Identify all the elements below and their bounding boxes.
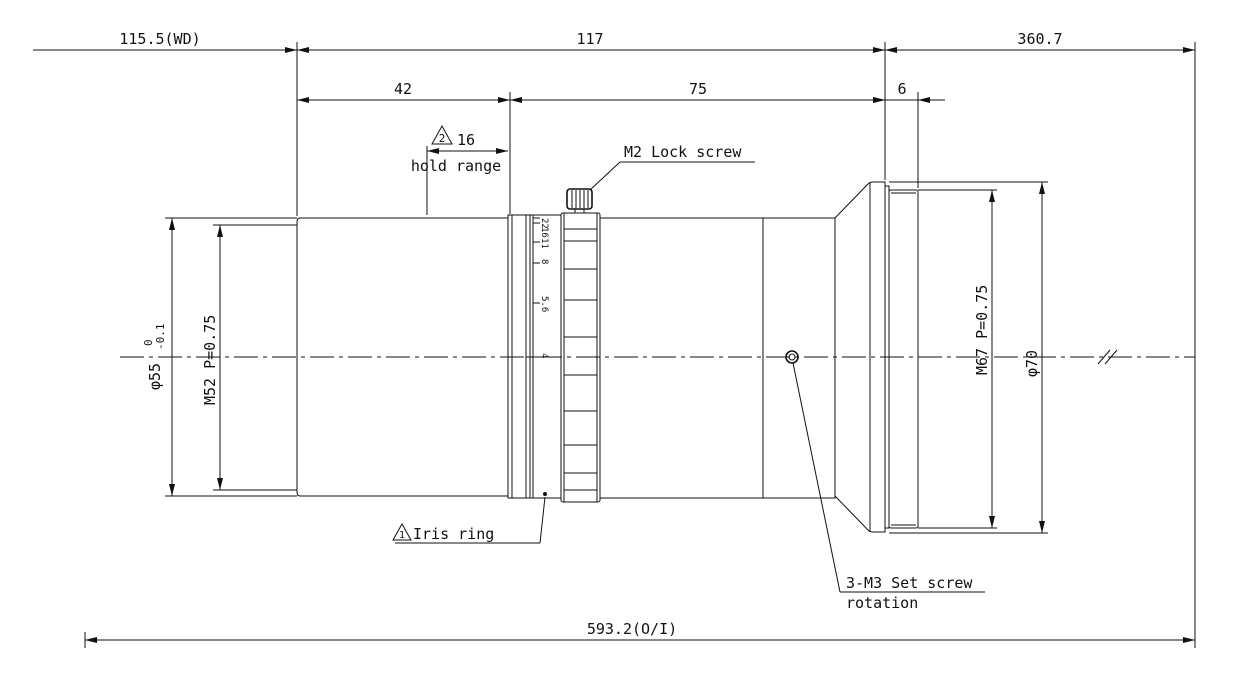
lock-screw-label: M2 Lock screw bbox=[624, 143, 742, 161]
revision-triangle-icon bbox=[392, 522, 412, 541]
hold-range-callout: 2 16 hold range bbox=[411, 124, 508, 175]
iris-scale-11: 11 bbox=[539, 238, 549, 249]
dim-total-oi: 593.2(O/I) bbox=[587, 620, 677, 638]
dim-rear-diameter: φ70 bbox=[1023, 350, 1041, 377]
mid-barrel bbox=[599, 217, 764, 499]
dim-right-distance: 360.7 bbox=[1017, 30, 1062, 48]
iris-scale-8: 8 bbox=[539, 259, 549, 264]
iris-scale-4: 4 bbox=[539, 353, 549, 358]
dim-mount-thread: 6 bbox=[897, 80, 906, 98]
dimension-total: 593.2(O/I) bbox=[85, 620, 1195, 643]
dim-rear-thread: M67 P=0.75 bbox=[973, 285, 991, 375]
dim-lens-length: 117 bbox=[576, 30, 603, 48]
dim-front-tol-lower: -0.1 bbox=[154, 324, 167, 351]
dim-iris-to-mount: 75 bbox=[689, 80, 707, 98]
svg-text:1: 1 bbox=[399, 530, 405, 541]
focus-ring-knurl bbox=[564, 228, 597, 491]
svg-text:2: 2 bbox=[439, 132, 446, 145]
lock-screw-icon bbox=[566, 188, 593, 214]
lock-screw-callout: M2 Lock screw bbox=[589, 143, 755, 191]
rear-diameter-dims: M67 P=0.75 φ70 bbox=[889, 181, 1048, 534]
iris-scale: 22 16 11 8 5.6 4 bbox=[526, 217, 549, 496]
lens-body bbox=[296, 181, 919, 533]
dimension-row-second: 42 75 6 bbox=[297, 80, 945, 103]
iris-ring-callout: 1 Iris ring bbox=[392, 496, 546, 544]
dim-front-tol-upper: 0 bbox=[142, 339, 155, 346]
rear-barrel bbox=[762, 217, 836, 499]
extension-lines bbox=[84, 42, 1196, 648]
iris-scale-5-6: 5.6 bbox=[539, 296, 549, 312]
iris-scale-22: 22 bbox=[539, 218, 549, 229]
set-screw-sublabel: rotation bbox=[846, 594, 918, 612]
iris-scale-16: 16 bbox=[539, 227, 549, 238]
break-mark-icon bbox=[1097, 349, 1118, 365]
dim-front-to-iris: 42 bbox=[394, 80, 412, 98]
dim-front-thread: M52 P=0.75 bbox=[201, 315, 219, 405]
dimension-row-top: 115.5(WD) 117 360.7 bbox=[33, 30, 1195, 53]
revision-triangle-icon bbox=[431, 124, 453, 145]
mount-thread bbox=[888, 189, 919, 529]
set-screw-icon bbox=[785, 350, 799, 364]
set-screw-callout: 3-M3 Set screw rotation bbox=[785, 350, 985, 612]
hold-range-label: hold range bbox=[411, 157, 501, 175]
iris-ring-label: Iris ring bbox=[413, 525, 494, 543]
front-diameter-dims: φ55 0 -0.1 M52 P=0.75 bbox=[142, 217, 297, 497]
dim-hold-range: 16 bbox=[457, 131, 475, 149]
dim-front-diameter: φ55 bbox=[146, 363, 164, 390]
front-barrel bbox=[296, 217, 509, 497]
dim-working-distance: 115.5(WD) bbox=[119, 30, 200, 48]
set-screw-label: 3-M3 Set screw bbox=[846, 574, 973, 592]
